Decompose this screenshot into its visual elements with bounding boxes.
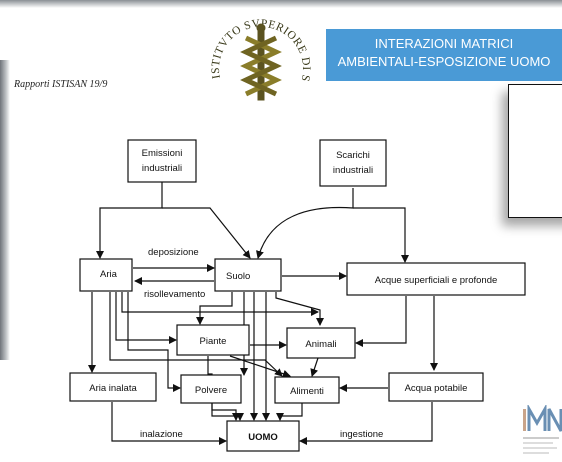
edge-label-deposizione: deposizione bbox=[148, 247, 199, 258]
node-emissioni-label2: industriali bbox=[142, 163, 182, 174]
callout-box bbox=[508, 84, 562, 218]
node-animali: Animali bbox=[286, 327, 356, 359]
node-uomo-label: UOMO bbox=[248, 432, 278, 443]
node-emissioni-industriali: Emissioni industriali bbox=[127, 139, 197, 183]
node-suolo: Suolo bbox=[214, 258, 282, 292]
node-acqua-potabile-label: Acqua potabile bbox=[405, 383, 468, 394]
iss-seal-logo: ISTITVTO SVPERIORE DI SANITÀ bbox=[206, 8, 312, 101]
node-alimenti-label: Alimenti bbox=[290, 386, 324, 397]
node-piante-label: Piante bbox=[200, 336, 227, 347]
edge-label-ingestione: ingestione bbox=[340, 429, 383, 440]
node-aria-inalata: Aria inalata bbox=[69, 372, 157, 402]
banner-title-line2: AMBIENTALI-ESPOSIZIONE UOMO bbox=[337, 54, 551, 69]
node-acqua-potabile: Acqua potabile bbox=[388, 372, 484, 402]
node-acque-superficiali: Acque superficiali e profonde bbox=[346, 262, 526, 296]
node-acque-label: Acque superficiali e profonde bbox=[375, 275, 498, 286]
caduceus-icon bbox=[240, 23, 282, 101]
title-banner: INTERAZIONI MATRICI AMBIENTALI-ESPOSIZIO… bbox=[326, 29, 562, 81]
node-suolo-label: Suolo bbox=[226, 271, 250, 282]
node-polvere: Polvere bbox=[180, 374, 242, 404]
node-emissioni-label1: Emissioni bbox=[142, 148, 183, 159]
left-edge-shadow bbox=[0, 60, 10, 360]
edge-label-inalazione: inalazione bbox=[140, 429, 183, 440]
node-aria-inalata-label: Aria inalata bbox=[89, 383, 137, 394]
node-polvere-label: Polvere bbox=[195, 385, 227, 396]
node-aria-label: Aria bbox=[100, 269, 118, 280]
report-label: Rapporti ISTISAN 19/9 bbox=[14, 79, 108, 90]
banner-title-line1: INTERAZIONI MATRICI bbox=[374, 36, 514, 51]
connectors bbox=[88, 182, 438, 445]
node-animali-label: Animali bbox=[305, 339, 336, 350]
node-scarichi-label1: Scarichi bbox=[336, 150, 370, 161]
node-scarichi-industriali: Scarichi industriali bbox=[319, 139, 387, 187]
node-aria: Aria bbox=[79, 258, 133, 292]
node-scarichi-label2: industriali bbox=[333, 165, 373, 176]
header-shadow bbox=[0, 0, 562, 8]
imn-logo bbox=[523, 405, 562, 454]
node-alimenti: Alimenti bbox=[274, 376, 340, 404]
node-uomo: UOMO bbox=[226, 420, 300, 452]
node-piante: Piante bbox=[176, 324, 250, 356]
edge-label-risollevamento: risollevamento bbox=[144, 289, 205, 300]
